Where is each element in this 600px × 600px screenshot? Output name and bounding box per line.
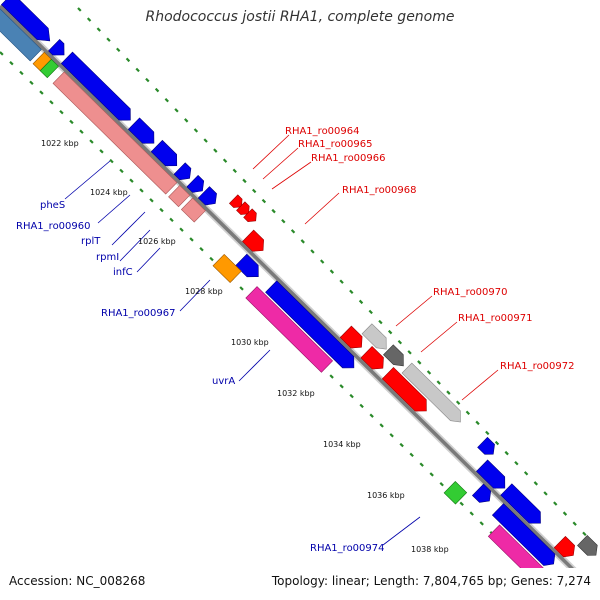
genome-backbone xyxy=(0,3,577,568)
accession-label: Accession: NC_008268 xyxy=(9,574,146,588)
gene-label-rha1-ro00970[interactable]: RHA1_ro00970 xyxy=(433,287,508,298)
gene-feature-blue[interactable] xyxy=(471,483,495,507)
gene-label-rpmi[interactable]: rpmI xyxy=(96,252,119,263)
gene-feature-green[interactable] xyxy=(39,58,59,79)
gene-label-rha1-ro00974[interactable]: RHA1_ro00974 xyxy=(310,543,385,554)
gene-label-rha1-ro00968[interactable]: RHA1_ro00968 xyxy=(342,185,417,196)
kbp-label: 1034 kbp xyxy=(323,440,361,449)
gene-feature-darkgrey[interactable] xyxy=(577,535,600,559)
gene-feature-blue[interactable] xyxy=(48,38,69,60)
map-title: Rhodococcus jostii RHA1, complete genome xyxy=(145,9,455,25)
gene-label-infc[interactable]: infC xyxy=(113,267,133,278)
gene-feature-red[interactable] xyxy=(360,345,389,374)
gene-feature-green[interactable] xyxy=(443,481,468,505)
gene-feature-blue[interactable] xyxy=(173,162,195,184)
gene-feature-blue[interactable] xyxy=(197,186,221,210)
gene-feature-red[interactable] xyxy=(381,367,432,416)
kbp-label: 1038 kbp xyxy=(411,545,449,554)
gene-feature-red[interactable] xyxy=(242,229,268,256)
gene-labels-red: RHA1_ro00964 RHA1_ro00965 RHA1_ro00966 R… xyxy=(285,126,575,372)
gene-feature-blue[interactable] xyxy=(500,483,546,529)
gene-feature-blue[interactable] xyxy=(265,280,360,374)
gene-feature-pink-hot[interactable] xyxy=(245,286,334,373)
leader-lines xyxy=(64,134,499,546)
gene-feature-blue[interactable] xyxy=(127,117,159,149)
gene-feature-red[interactable] xyxy=(553,535,579,561)
kbp-label: 1026 kbp xyxy=(138,237,176,246)
gene-feature-pink[interactable] xyxy=(180,197,206,223)
gene-feature-pink[interactable] xyxy=(52,71,178,195)
gene-feature-grey[interactable] xyxy=(401,362,466,426)
gene-label-rha1-ro00967[interactable]: RHA1_ro00967 xyxy=(101,308,176,319)
gene-feature-steel[interactable] xyxy=(0,7,42,62)
gene-feature-blue[interactable] xyxy=(476,459,510,494)
gene-feature-blue[interactable] xyxy=(477,436,499,458)
gene-feature-pink-hot[interactable] xyxy=(487,524,558,592)
gene-feature-blue[interactable] xyxy=(150,139,182,171)
gene-feature-pink[interactable] xyxy=(168,185,191,208)
kbp-label: 1028 kbp xyxy=(185,287,223,296)
gene-label-phes[interactable]: pheS xyxy=(40,200,65,211)
gene-label-rha1-ro00972[interactable]: RHA1_ro00972 xyxy=(500,361,575,372)
gene-label-rha1-ro00964[interactable]: RHA1_ro00964 xyxy=(285,126,360,137)
gene-feature-red[interactable] xyxy=(339,325,367,353)
gene-feature-blue[interactable] xyxy=(60,51,136,126)
gene-label-rha1-ro00971[interactable]: RHA1_ro00971 xyxy=(458,313,533,324)
kbp-label: 1024 kbp xyxy=(90,188,128,197)
gene-feature-blue[interactable] xyxy=(0,0,55,47)
gene-feature-red[interactable] xyxy=(236,201,253,218)
kbp-label: 1030 kbp xyxy=(231,338,269,347)
kbp-label: 1032 kbp xyxy=(277,389,315,398)
gene-feature-blue[interactable] xyxy=(491,503,559,570)
kbp-label: 1022 kbp xyxy=(41,139,79,148)
gene-label-rha1-ro00966[interactable]: RHA1_ro00966 xyxy=(311,153,386,164)
gene-feature-blue[interactable] xyxy=(186,174,208,196)
gene-label-uvra[interactable]: uvrA xyxy=(212,376,235,387)
gene-feature-orange[interactable] xyxy=(212,253,242,284)
kbp-scale: 1022 kbp 1024 kbp 1026 kbp 1028 kbp 1030… xyxy=(41,139,449,554)
gene-feature-darkgrey[interactable] xyxy=(383,344,409,370)
genome-summary: Topology: linear; Length: 7,804,765 bp; … xyxy=(271,574,591,588)
gene-label-rplt[interactable]: rplT xyxy=(81,236,101,247)
gene-label-rha1-ro00960[interactable]: RHA1_ro00960 xyxy=(16,221,91,232)
gene-feature-red[interactable] xyxy=(228,194,245,211)
gene-feature-red[interactable] xyxy=(243,208,260,225)
gene-labels-blue: pheS RHA1_ro00960 rplT rpmI infC RHA1_ro… xyxy=(16,200,385,554)
kbp-label: 1036 kbp xyxy=(367,491,405,500)
gene-label-rha1-ro00965[interactable]: RHA1_ro00965 xyxy=(298,139,373,150)
gene-feature-grey[interactable] xyxy=(361,323,392,354)
